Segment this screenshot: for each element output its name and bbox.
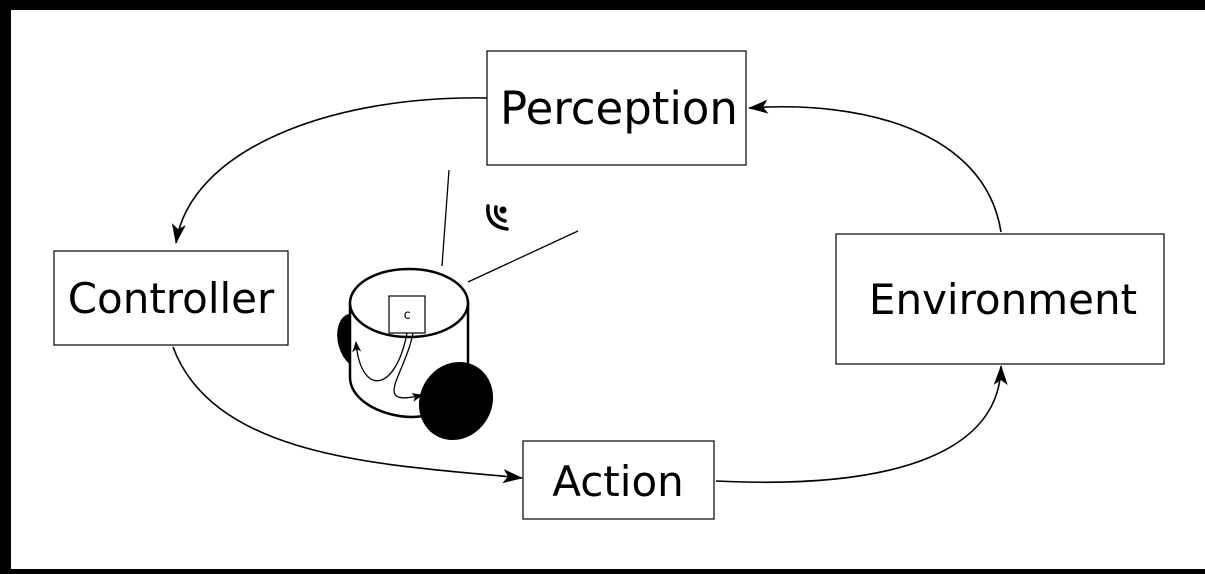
- node-environment: Environment: [835, 233, 1165, 365]
- robot-icon: c: [337, 267, 494, 441]
- sensor-fov-line-left: [441, 169, 450, 267]
- node-environment-label: Environment: [869, 275, 1137, 324]
- robot-controller-label: c: [403, 308, 411, 323]
- robot-wire-to-left-wheel: [352, 332, 408, 382]
- node-action-label: Action: [552, 457, 684, 506]
- sensor-fov-line-right: [467, 230, 579, 283]
- node-perception-label: Perception: [500, 82, 738, 135]
- wifi-signal-icon: [486, 204, 509, 231]
- node-controller: Controller: [53, 250, 289, 346]
- node-perception: Perception: [486, 50, 747, 166]
- edge-perception-to-controller: [171, 97, 488, 244]
- robot-wire-to-right-wheel: [393, 332, 423, 402]
- edge-environment-to-perception: [748, 99, 1002, 233]
- edge-controller-to-action: [172, 346, 523, 484]
- node-action: Action: [522, 440, 715, 520]
- node-controller-label: Controller: [68, 274, 275, 323]
- edge-action-to-environment: [715, 365, 1008, 484]
- robot-right-wheel: [418, 361, 494, 441]
- robot-controller-chip: [388, 295, 426, 334]
